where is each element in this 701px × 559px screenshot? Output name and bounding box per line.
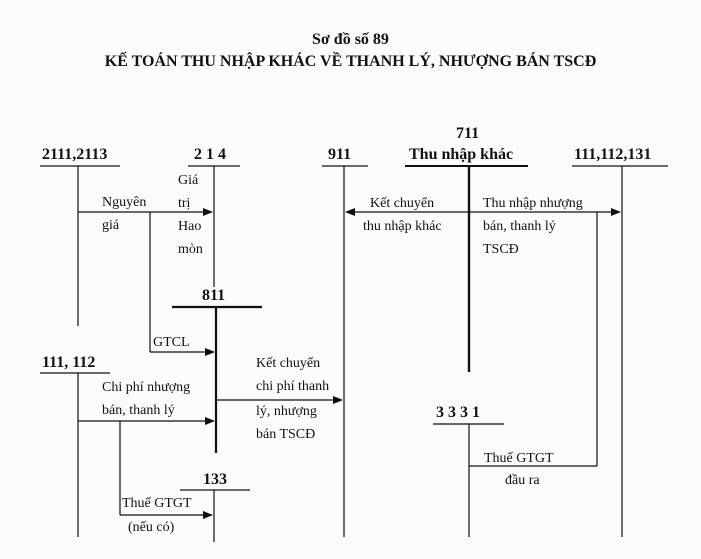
diagram-title: KẾ TOÁN THU NHẬP KHÁC VỀ THANH LÝ, NHƯỢN…: [104, 53, 597, 70]
label-ket-chuyen-thu-line2: thu nhập khác: [363, 219, 442, 234]
label-thu-nhap-line1: Thu nhập nhượng: [483, 196, 583, 211]
diagram-number: Sơ đồ số 89: [312, 31, 389, 48]
label-ket-chuyen-chi-line4: bán TSCĐ: [256, 427, 316, 442]
label-gia-tri-line1: Giá: [178, 173, 199, 188]
account-111-112: 111, 112: [42, 354, 96, 371]
label-thue-vao-line1: Thuế GTGT: [122, 496, 192, 511]
account-133: 133: [203, 471, 227, 488]
label-nguyen-gia-line2: giá: [102, 218, 120, 233]
label-chi-phi-line2: bán, thanh lý: [102, 403, 175, 418]
label-thue-vao-line2: (nếu có): [128, 520, 175, 535]
label-ket-chuyen-chi-line2: chi phí thanh: [256, 379, 330, 394]
label-thu-nhap-line3: TSCĐ: [483, 242, 519, 257]
account-3331: 3 3 3 1: [436, 404, 480, 421]
account-214: 2 1 4: [194, 146, 226, 163]
label-thue-dau-ra-line1: Thuế GTGT: [484, 451, 554, 466]
label-chi-phi-line1: Chi phí nhượng: [102, 380, 191, 395]
account-711-number: 711: [456, 125, 480, 142]
account-711-name: Thu nhập khác: [409, 146, 514, 163]
label-ket-chuyen-chi-line3: lý, nhượng: [256, 404, 317, 419]
account-911: 911: [328, 146, 352, 163]
label-ket-chuyen-chi-line1: Kết chuyển: [256, 356, 321, 371]
account-811: 811: [202, 287, 226, 304]
label-gia-tri-line4: mòn: [178, 242, 203, 257]
label-thu-nhap-line2: bán, thanh lý: [483, 219, 556, 234]
label-thue-dau-ra-line2: đầu ra: [505, 473, 540, 488]
label-gia-tri-line2: trị: [178, 196, 191, 211]
account-111-112-131: 111,112,131: [574, 146, 652, 163]
label-gtcl: GTCL: [153, 335, 190, 350]
account-2111-2113: 2111,2113: [42, 146, 108, 163]
label-gia-tri-line3: Hao: [178, 219, 202, 234]
label-ket-chuyen-thu-line1: Kết chuyển: [370, 196, 435, 211]
label-nguyen-gia-line1: Nguyên: [102, 195, 147, 210]
